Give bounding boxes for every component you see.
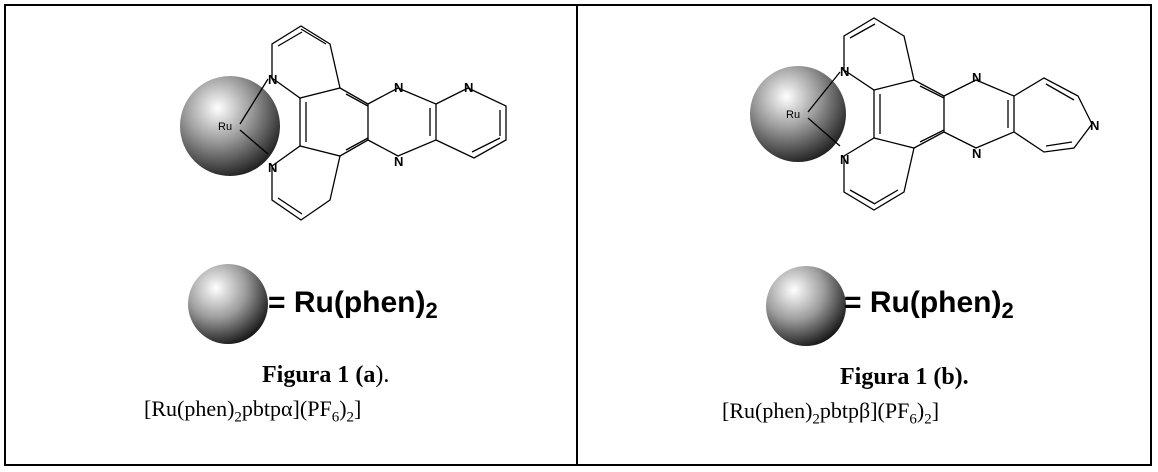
panel-a: Ru N N N N N	[6, 6, 576, 464]
central-ring-a	[271, 77, 369, 167]
central-ring-b	[843, 69, 945, 157]
caption-b: Figura 1 (b).	[840, 364, 969, 390]
pyrazine-ring-a	[367, 87, 437, 157]
panel-b: Ru N N N N N	[578, 6, 1150, 464]
ring-bottom-left-b	[843, 147, 915, 211]
ring-top-left-a	[271, 25, 341, 89]
panel-divider	[576, 4, 578, 466]
ru-bond-top-a	[239, 78, 269, 125]
atom-n-3-a: N	[394, 80, 403, 95]
legend-sphere-b	[766, 266, 846, 346]
atom-n-4-a: N	[394, 154, 403, 169]
molecule-b-structure: Ru N N N N N	[750, 17, 1099, 211]
ru-bond-top-b	[807, 71, 841, 113]
atom-n-5-a: N	[464, 80, 473, 95]
ru-label-a: Ru	[218, 121, 232, 133]
formula-a: [Ru(phen)2pbtpα](PF6)2]	[144, 396, 362, 426]
atom-n-1-a: N	[268, 72, 277, 87]
atom-n-2-b: N	[840, 152, 849, 167]
ru-bond-bottom-b	[807, 117, 841, 147]
legend-label-b: = Ru(phen)2	[844, 286, 1014, 323]
atom-n-1-b: N	[840, 64, 849, 79]
ru-sphere-b	[750, 66, 846, 162]
atom-n-4-b: N	[972, 146, 981, 161]
molecule-a-structure: Ru N N N N N	[180, 25, 507, 221]
formula-b: [Ru(phen)2pbtpβ](PF6)2]	[722, 398, 940, 428]
atom-n-5-b: N	[1090, 118, 1099, 133]
ring-top-left-b	[843, 17, 915, 81]
legend-label-a: = Ru(phen)2	[268, 286, 438, 323]
ru-bond-bottom-a	[239, 129, 269, 155]
atom-n-3-b: N	[972, 70, 981, 85]
atom-n-2-a: N	[268, 160, 277, 175]
ring-bottom-left-a	[271, 155, 341, 221]
figure-frame	[4, 4, 1152, 466]
ru-label-b: Ru	[786, 109, 800, 121]
terminal-ring-b	[1013, 77, 1093, 153]
caption-a: Figura 1 (a).	[262, 362, 390, 388]
terminal-ring-a	[435, 87, 507, 159]
legend-sphere-a	[188, 264, 268, 344]
pyrazine-ring-b	[943, 79, 1015, 149]
